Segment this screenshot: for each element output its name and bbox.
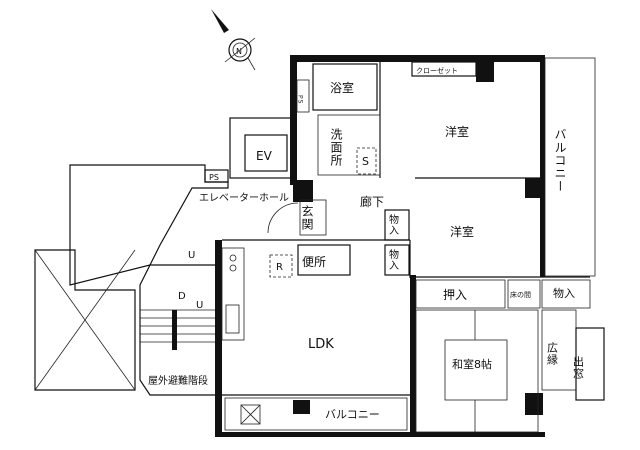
outdoor-stairs-label: 屋外避難階段 — [148, 374, 208, 387]
oshiire-label: 押入 — [443, 288, 467, 302]
compass-line — [224, 37, 256, 63]
balcony-bottom-label: バルコニー — [325, 408, 380, 421]
stove-burner-icon — [229, 254, 237, 262]
elevator-hall-label: エレベーターホール — [199, 192, 289, 204]
entrance-door[interactable] — [267, 202, 299, 234]
stove-burner-icon — [229, 264, 237, 272]
balcony-right: バルコニー — [544, 57, 596, 277]
japanese-room-label: 和室8帖 — [452, 357, 492, 371]
hatch-icon — [240, 404, 261, 425]
fridge-label: R — [276, 262, 283, 273]
bay-window-label: 出窓 — [572, 355, 585, 380]
washroom-label: 洗面所 — [329, 128, 343, 167]
oshiire-row: 押入 床の間 物入 — [415, 279, 591, 309]
closet: クローゼット — [411, 61, 477, 77]
ldk-label: LDK — [308, 337, 334, 352]
unit-walls — [215, 55, 590, 437]
ps-shaft — [296, 79, 310, 113]
storage-2-label: 物入 — [387, 248, 399, 271]
compass-tick — [247, 57, 256, 71]
storage-1 — [384, 209, 410, 241]
tokonoma-label: 床の間 — [510, 290, 531, 299]
storage-2 — [384, 244, 410, 276]
ev-label: EV — [256, 149, 273, 163]
north-arrow-icon — [211, 9, 229, 33]
toilet-label: 便所 — [302, 255, 326, 269]
compass: N — [211, 9, 256, 71]
ps-label: PS — [209, 173, 219, 182]
ev-shaft — [229, 117, 297, 179]
bath-label: 浴室 — [330, 80, 354, 95]
washer-space — [356, 147, 377, 175]
room-washroom: 洗面所 S — [317, 114, 381, 176]
washer-label: S — [362, 155, 369, 168]
hallway-label: 廊下 — [360, 194, 384, 209]
hiroen: 広縁 出窓 — [541, 309, 605, 401]
stairs-down-label: D — [178, 291, 186, 302]
ev-car — [244, 134, 288, 172]
western-room-2-label: 洋室 — [450, 224, 474, 239]
hiroen-label: 広縁 — [546, 342, 559, 366]
closet-label: クローゼット — [416, 66, 458, 75]
storage-1-label: 物入 — [387, 213, 399, 236]
storage-3-label: 物入 — [553, 286, 575, 300]
balcony-right-label: バルコニー — [553, 128, 567, 193]
tatami — [444, 339, 508, 401]
western-room-1-label: 洋室 — [445, 124, 469, 139]
stairs-up-label: U — [188, 250, 195, 261]
kitchen-counter — [221, 247, 245, 341]
room-bath: 浴室 — [312, 63, 378, 111]
entrance-area — [299, 199, 327, 236]
room-toilet: 便所 — [297, 244, 351, 276]
compass-label: N — [236, 47, 242, 56]
japanese-room: 和室8帖 — [415, 309, 539, 433]
balcony-bottom: バルコニー — [224, 397, 408, 431]
stairs-up-label: U — [196, 300, 203, 311]
compass-inner — [232, 42, 248, 58]
entrance-label: 玄関 — [300, 204, 314, 231]
sink-icon — [225, 304, 240, 334]
ps-top-label: PS — [297, 95, 304, 104]
void-cross — [34, 249, 136, 391]
fridge-space — [269, 254, 293, 278]
common-area: U D U 屋外避難階段 PS EV エレベーターホール — [34, 117, 297, 396]
ps-box — [204, 169, 229, 183]
stair-wall — [172, 310, 177, 350]
compass-circle — [228, 38, 252, 62]
stair-treads — [140, 309, 220, 343]
